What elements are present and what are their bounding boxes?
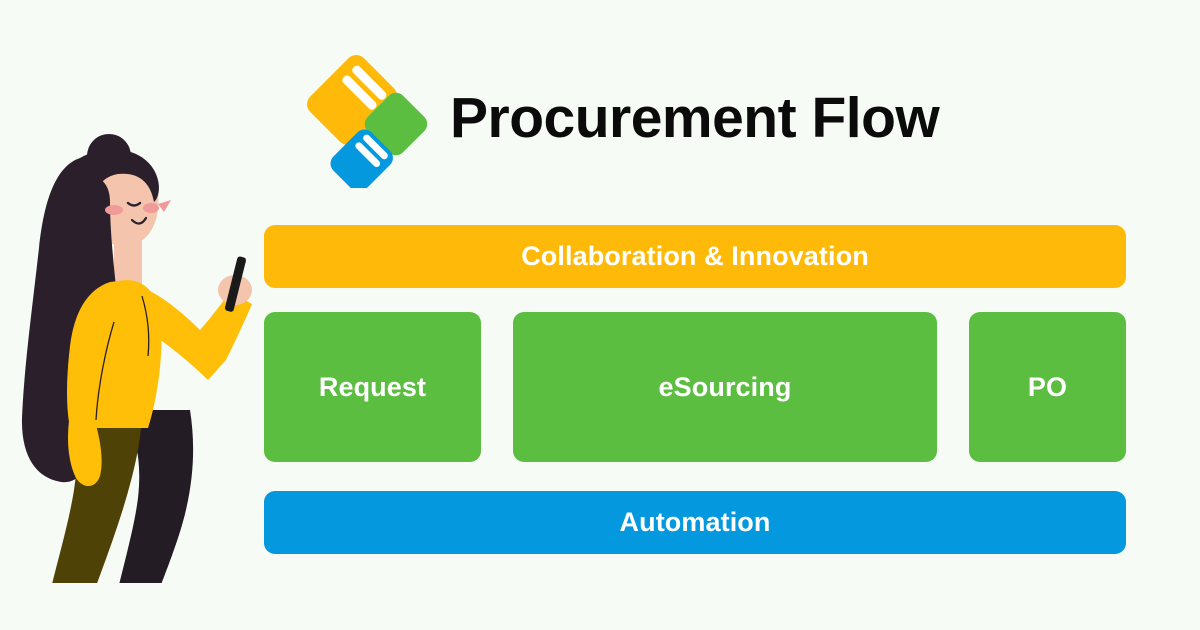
band-collaboration-label: Collaboration & Innovation bbox=[521, 241, 869, 271]
leg-front bbox=[52, 410, 142, 583]
logo-stripe-blue-1 bbox=[355, 142, 381, 168]
woman-holding-phone-illustration bbox=[18, 118, 253, 583]
smile bbox=[130, 216, 148, 225]
sweater-fold-left bbox=[95, 321, 115, 421]
stage-label-esourcing: eSourcing bbox=[658, 371, 792, 402]
procurement-process-diagram: Collaboration & Innovation Request eSour… bbox=[264, 225, 1126, 554]
stage-box-esourcing[interactable]: eSourcing bbox=[513, 312, 937, 462]
band-collaboration-innovation[interactable]: Collaboration & Innovation bbox=[264, 225, 1126, 288]
eye bbox=[126, 201, 142, 207]
procurementflow-tiles-logo bbox=[300, 48, 432, 188]
process-stage-row: Request eSourcing PO bbox=[264, 312, 1126, 462]
blush-left bbox=[105, 205, 123, 215]
logo-stripe-yellow-2 bbox=[352, 65, 387, 100]
brand-wordmark: Procurement Flow bbox=[450, 85, 940, 150]
logo-stripe-blue-2 bbox=[363, 134, 388, 160]
sweater-arm-forearm bbox=[200, 292, 252, 360]
stage-label-request: Request bbox=[318, 371, 427, 402]
logo-tile-green bbox=[364, 92, 428, 156]
band-automation-label: Automation bbox=[619, 507, 771, 537]
band-automation[interactable]: Automation bbox=[264, 491, 1126, 554]
stage-box-po[interactable]: PO bbox=[969, 312, 1126, 462]
blush-right bbox=[143, 203, 159, 213]
phone bbox=[224, 256, 246, 312]
sweater-fold-right bbox=[141, 295, 150, 357]
brand-logo: Procurement Flow bbox=[300, 48, 940, 188]
sweater-arm-upper bbox=[128, 286, 226, 380]
logo-stripe-yellow-1 bbox=[342, 75, 377, 110]
stage-label-po: PO bbox=[1027, 371, 1068, 402]
leg-back bbox=[119, 410, 194, 583]
ear-accent bbox=[158, 200, 171, 212]
stage-box-request[interactable]: Request bbox=[264, 312, 481, 462]
sweater-hem bbox=[68, 414, 102, 487]
